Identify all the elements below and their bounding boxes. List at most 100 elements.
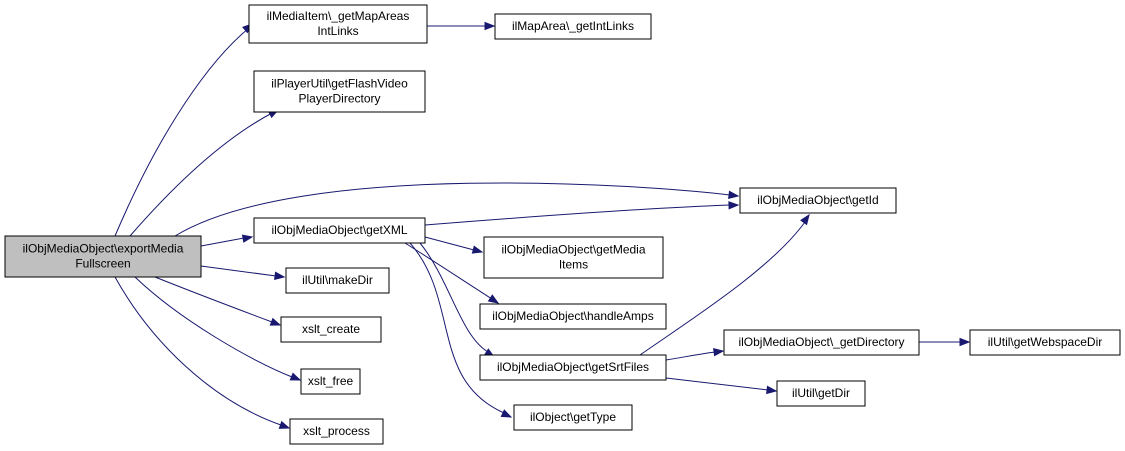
node-label-line: ilUtil\getDir: [792, 386, 850, 400]
edge-line: [129, 111, 275, 237]
edge-getXML-to-getMediaItems: [424, 236, 484, 254]
node-label-line: ilObjMediaObject\getMedia: [501, 243, 645, 257]
node-label-line: xslt_create: [302, 322, 360, 336]
node-label-line: ilUtil\makeDir: [302, 273, 373, 287]
arrow-head-icon: [766, 385, 778, 395]
node-box: [494, 13, 652, 40]
node-label-line: ilObject\getType: [530, 410, 616, 424]
node-box: [289, 418, 384, 445]
node-box: [280, 316, 382, 343]
node-box: [969, 329, 1121, 356]
edge-getXML-to-getType: [409, 242, 513, 418]
edge-getSrtFiles-to-getId: [639, 213, 810, 356]
node-label-line: ilMapArea\_getIntLinks: [512, 19, 634, 33]
arrow-head-icon: [278, 420, 291, 429]
edge-root-to-xslt_create: [154, 276, 282, 326]
node-getId[interactable]: ilObjMediaObject\getId: [739, 187, 897, 214]
node-box: [479, 354, 667, 381]
edges-layer: [114, 21, 971, 429]
node-label-line: ilObjMediaObject\_getDirectory: [738, 335, 904, 349]
edge-line: [424, 236, 475, 251]
node-xslt_process[interactable]: xslt_process: [289, 418, 384, 445]
node-box: [248, 4, 428, 44]
node-label-line: ilObjMediaObject\handleAmps: [492, 309, 653, 323]
node-label-line: ilObjMediaObject\getId: [757, 193, 878, 207]
edge-getSrtFiles-to-getDir: [665, 377, 778, 395]
node-xslt_free[interactable]: xslt_free: [300, 368, 361, 395]
arrow-head-icon: [484, 21, 496, 31]
edge-line: [200, 265, 277, 277]
edge-line: [424, 204, 731, 226]
edge-getXML-to-getId: [424, 201, 740, 226]
edge-getMapAreasIntLinks-to-getIntLinks: [427, 21, 496, 31]
node-getXML[interactable]: ilObjMediaObject\getXML: [253, 217, 426, 244]
node-label-line: IntLinks: [317, 24, 358, 38]
edge-line: [665, 351, 716, 361]
arrow-head-icon: [289, 372, 302, 381]
node-box: [285, 267, 390, 294]
arrow-head-icon: [241, 234, 254, 243]
node-box: [253, 217, 426, 244]
node-box: [300, 368, 361, 395]
node-label-line: ilObjMediaObject\exportMedia: [23, 242, 184, 256]
node-getType[interactable]: ilObject\getType: [513, 404, 633, 431]
arrow-head-icon: [728, 190, 740, 200]
arrow-head-icon: [471, 245, 484, 254]
edge-root-to-xslt_free: [134, 276, 302, 381]
node-getIntLinks[interactable]: ilMapArea\_getIntLinks: [494, 13, 652, 40]
edge-line: [409, 242, 505, 414]
node-box: [253, 70, 426, 113]
node-label-line: ilObjMediaObject\getXML: [271, 223, 407, 237]
edge-root-to-xslt_process: [114, 276, 291, 429]
node-makeDir[interactable]: ilUtil\makeDir: [285, 267, 390, 294]
node-label-line: PlayerDirectory: [298, 92, 380, 106]
edge-line: [665, 377, 769, 391]
arrow-head-icon: [713, 348, 725, 357]
edge-line: [134, 276, 293, 378]
edge-root-to-makeDir: [200, 265, 286, 280]
arrow-head-icon: [500, 409, 513, 418]
node-label-line: xslt_process: [303, 424, 370, 438]
nodes-layer: ilObjMediaObject\exportMediaFullscreenil…: [4, 4, 1121, 445]
node-box: [723, 329, 920, 356]
node-box: [739, 187, 897, 214]
edge-line: [200, 237, 245, 247]
node-getFlashVideoPlayerDirectory[interactable]: ilPlayerUtil\getFlashVideoPlayerDirector…: [253, 70, 426, 113]
node-label-line: ilMediaItem\_getMapAreas: [267, 9, 410, 23]
arrow-head-icon: [487, 294, 500, 304]
node-getSrtFiles[interactable]: ilObjMediaObject\getSrtFiles: [479, 354, 667, 381]
node-getDirectory[interactable]: ilObjMediaObject\_getDirectory: [723, 329, 920, 356]
node-label-line: ilObjMediaObject\getSrtFiles: [497, 360, 649, 374]
edge-root-to-getFlashVideoPlayerDirectory: [129, 109, 280, 237]
node-label-line: Fullscreen: [75, 257, 130, 271]
node-box: [776, 380, 866, 407]
edge-getSrtFiles-to-getDirectory: [665, 348, 725, 361]
edge-root-to-getId: [174, 182, 740, 237]
node-getDir[interactable]: ilUtil\getDir: [776, 380, 866, 407]
edge-line: [639, 221, 806, 356]
edge-line: [174, 182, 731, 237]
node-box: [479, 303, 667, 330]
edge-line: [419, 242, 489, 353]
arrow-head-icon: [959, 337, 971, 347]
edge-line: [154, 276, 273, 323]
node-label-line: xslt_free: [308, 374, 354, 388]
node-label-line: ilPlayerUtil\getFlashVideo: [271, 77, 408, 91]
node-box: [483, 236, 664, 279]
node-label-line: Items: [559, 258, 588, 272]
arrow-head-icon: [274, 271, 286, 280]
node-box: [513, 404, 633, 431]
arrow-head-icon: [269, 317, 282, 326]
node-getWebspaceDir[interactable]: ilUtil\getWebspaceDir: [969, 329, 1121, 356]
arrow-head-icon: [800, 213, 810, 226]
node-handleAmps[interactable]: ilObjMediaObject\handleAmps: [479, 303, 667, 330]
node-xslt_create[interactable]: xslt_create: [280, 316, 382, 343]
node-label-line: ilUtil\getWebspaceDir: [988, 335, 1103, 349]
arrow-head-icon: [728, 201, 740, 210]
edge-root-to-getMapAreasIntLinks: [114, 23, 254, 237]
edge-getDirectory-to-getWebspaceDir: [919, 337, 971, 347]
